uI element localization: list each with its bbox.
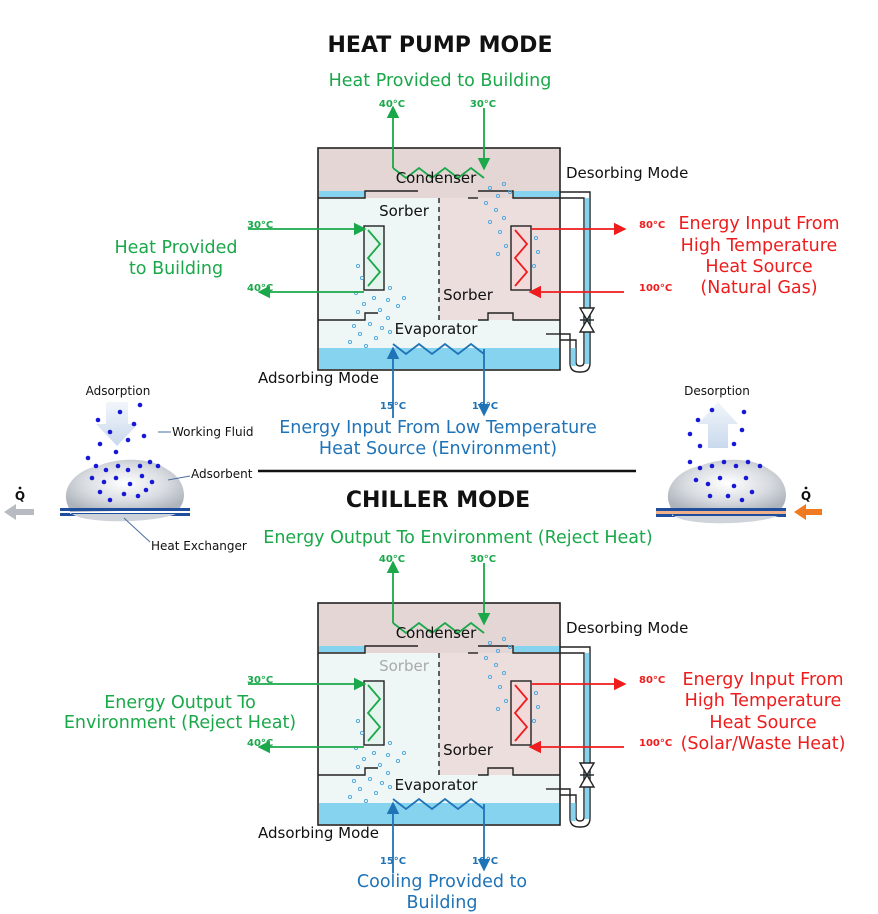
heat-pump-temp-bottom-right: 10°C	[472, 401, 498, 412]
chiller-right-label-4: (Solar/Waste Heat)	[681, 734, 846, 754]
chiller-evaporator-label: Evaporator	[395, 776, 479, 794]
heat-pump-left-label-2: to Building	[129, 259, 223, 279]
adsorption-title: Adsorption	[86, 384, 151, 398]
adsorbent-base-icon	[70, 512, 176, 522]
chiller-temp-bottom-right: 10°C	[472, 856, 498, 867]
chiller-left-label-1: Energy Output To	[104, 693, 256, 713]
working-fluid-label: Working Fluid	[172, 425, 254, 439]
desorption-inset: Desorption Q	[656, 384, 822, 524]
adsorbent-rock-icon	[65, 459, 184, 512]
adsorption-arrow-icon	[96, 402, 138, 446]
heat-pump-sorber-left-label: Sorber	[379, 202, 430, 220]
heat-pump-condenser-label: Condenser	[396, 169, 477, 187]
chiller-bottom-label-2: Building	[407, 893, 478, 913]
desorbent-rock-icon	[667, 459, 786, 512]
chiller-temp-top-right: 30°C	[470, 554, 496, 565]
heat-pump-temp-bottom-left: 15°C	[380, 401, 406, 412]
chiller-right-label-3: Heat Source	[709, 713, 816, 733]
heat-pump-temp-right-out: 80°C	[639, 220, 665, 231]
desorbing-fluid-dots-icon	[687, 407, 763, 503]
heat-pump-evaporator-label: Evaporator	[395, 320, 479, 338]
chiller-title: CHILLER MODE	[346, 488, 530, 513]
heat-pump-temp-top-right: 30°C	[470, 99, 496, 110]
heat-pump-section: HEAT PUMP MODE Heat Provided to Building…	[114, 33, 839, 459]
right-heat-exchanger-pipe-bottom	[656, 514, 786, 517]
chiller-temp-right-in: 100°C	[639, 738, 672, 749]
chiller-sorber-right-label: Sorber	[443, 741, 494, 759]
chiller-temp-left-in: 30°C	[247, 675, 273, 686]
heat-pump-right-label-3: Heat Source	[705, 257, 812, 277]
heat-pump-right-label-2: High Temperature	[681, 236, 838, 256]
chiller-temp-top-left: 40°C	[379, 554, 405, 565]
chiller-temp-left-out: 40°C	[247, 738, 273, 749]
heat-pump-bottom-label-1: Energy Input From Low Temperature	[279, 418, 597, 438]
heat-pump-temp-left-out: 40°C	[247, 283, 273, 294]
right-heat-in-arrow-icon	[794, 504, 822, 520]
chiller-left-label-2: Environment (Reject Heat)	[64, 713, 296, 733]
heat-pump-top-label: Heat Provided to Building	[329, 71, 552, 91]
heat-exchanger-label: Heat Exchanger	[151, 539, 247, 553]
right-q-symbol: Q	[801, 489, 811, 503]
chiller-right-label-2: High Temperature	[685, 691, 842, 711]
chiller-adsorbing-label: Adsorbing Mode	[258, 824, 379, 842]
heat-pump-bottom-label-2: Heat Source (Environment)	[319, 439, 557, 459]
heat-pump-adsorbing-label: Adsorbing Mode	[258, 369, 379, 387]
heat-pump-sorber-right-label: Sorber	[443, 286, 494, 304]
chiller-sorber-left-label: Sorber	[379, 657, 430, 675]
chiller-right-label-1: Energy Input From	[682, 670, 843, 690]
chiller-desorbing-label: Desorbing Mode	[566, 619, 688, 637]
adsorption-inset: Adsorption Working Fluid Adsorbent Heat …	[4, 384, 254, 553]
chiller-temp-right-out: 80°C	[639, 675, 665, 686]
left-heat-out-arrow-icon	[4, 504, 34, 520]
heat-pump-left-label-1: Heat Provided	[114, 238, 237, 258]
adsorbent-leader	[167, 475, 191, 481]
chiller-condenser-label: Condenser	[396, 624, 477, 642]
working-fluid-dots-icon	[85, 402, 161, 503]
chiller-bottom-label-1: Cooling Provided to	[357, 872, 527, 892]
right-heat-exchanger-pipe-mid	[656, 511, 786, 514]
heat-pump-desorbing-label: Desorbing Mode	[566, 164, 688, 182]
desorbent-base-icon	[672, 514, 778, 524]
heat-pump-temp-left-in: 30°C	[247, 220, 273, 231]
heat-pump-right-label-1: Energy Input From	[678, 214, 839, 234]
left-q-dot	[18, 486, 22, 490]
heat-exchanger-pipe-top	[60, 508, 190, 511]
right-heat-exchanger-pipe-top	[656, 508, 786, 511]
heat-pump-temp-right-in: 100°C	[639, 283, 672, 294]
left-q-symbol: Q	[15, 489, 25, 503]
chiller-top-label: Energy Output To Environment (Reject Hea…	[263, 528, 652, 548]
chiller-temp-bottom-left: 15°C	[380, 856, 406, 867]
heat-pump-title: HEAT PUMP MODE	[328, 33, 553, 58]
heat-exchanger-leader	[123, 517, 151, 543]
chiller-section: CHILLER MODE Energy Output To Environmen…	[64, 488, 846, 913]
heat-pump-right-label-4: (Natural Gas)	[700, 278, 817, 298]
heat-pump-temp-top-left: 40°C	[379, 99, 405, 110]
right-q-dot	[804, 486, 808, 490]
adsorbent-label: Adsorbent	[191, 467, 253, 481]
desorption-arrow-icon	[698, 402, 738, 448]
desorption-title: Desorption	[684, 384, 750, 398]
